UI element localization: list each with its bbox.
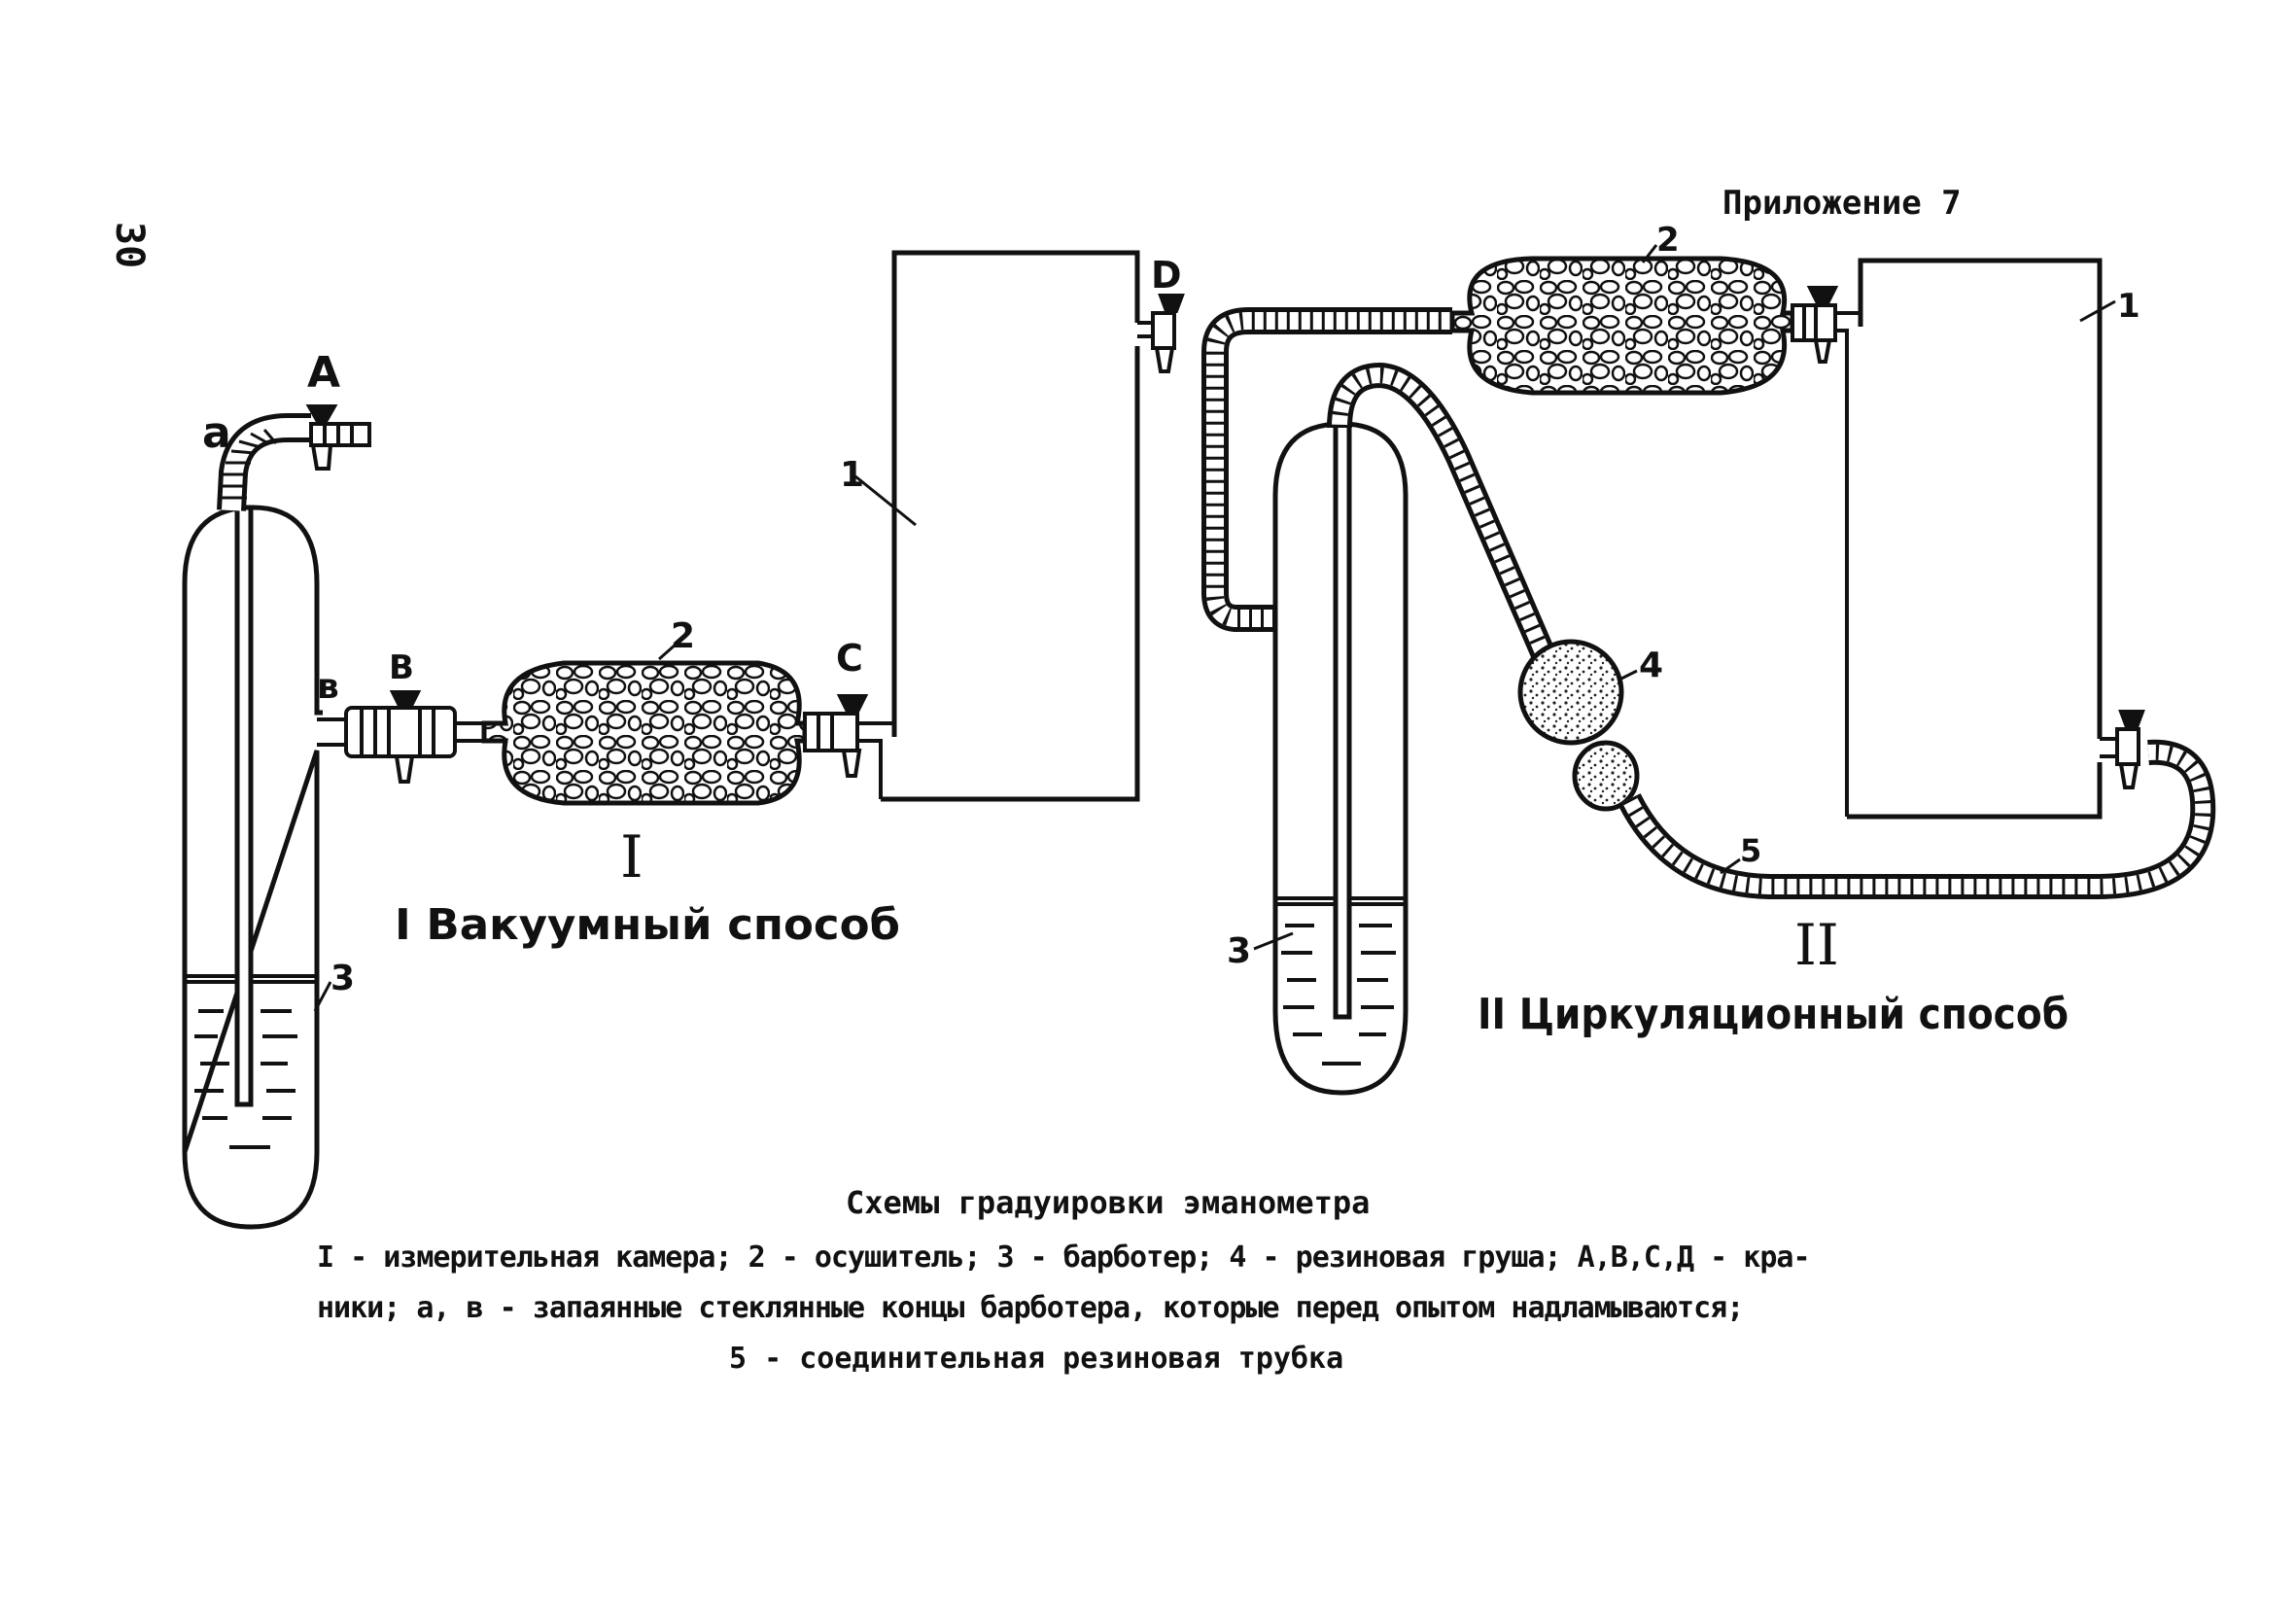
label-pointer-bubbler-two [1253, 931, 1294, 951]
valve-dryer-two [1791, 286, 1839, 364]
label-valve-d: D [1151, 254, 1182, 297]
scheme-two [1201, 244, 2216, 1096]
bubbler-liquid-two [1277, 896, 1404, 1066]
valve-d [1151, 294, 1185, 373]
label-pointer-dryer-one [658, 642, 678, 661]
label-camera-two: 1 [2117, 287, 2140, 326]
valve-b [344, 690, 457, 784]
bubbler-inner-tube-one [234, 505, 254, 1107]
label-pointer-bubbler-one [313, 981, 332, 1012]
rubber-bulb-large [1517, 639, 1624, 746]
label-dryer-two: 2 [1656, 221, 1680, 260]
caption-line-2: ники; а, в - запаянные стеклянные концы … [317, 1291, 1744, 1325]
label-end-a: a [202, 408, 231, 458]
label-bubbler-two: 3 [1227, 931, 1251, 971]
scheme-one-title: I Вакуумный способ [395, 900, 900, 950]
valve-chamber-two [2115, 710, 2145, 789]
label-bulb: 4 [1639, 646, 1663, 685]
scheme-two-roman: II [1794, 912, 1839, 978]
scheme-one-roman: I [620, 823, 644, 891]
label-pointer-camera-two [2079, 299, 2116, 323]
label-camera-one: 1 [840, 455, 864, 495]
chamber-two [1847, 258, 2103, 820]
scheme-one [182, 250, 1185, 1230]
label-tube: 5 [1740, 832, 1761, 869]
bubbler-inner-tube-two [1333, 415, 1352, 1020]
scheme-two-labels: 1 2 3 4 5 II II Циркуляционный способ [1227, 221, 2140, 1039]
side-tube-b [317, 717, 346, 747]
caption-line-3: 5 - соединительная резиновая трубка [729, 1342, 1344, 1376]
dryer-two [1449, 256, 1795, 396]
connector-ribs-a [222, 429, 278, 500]
label-end-b: в [317, 667, 339, 707]
rubber-bulb-small [1572, 740, 1640, 812]
label-pointer-bulb [1617, 669, 1638, 682]
appendix-label: Приложение 7 [1722, 184, 1962, 223]
label-dryer-one: 2 [671, 616, 695, 656]
connector-tube-five [1618, 739, 2216, 899]
bubbler-vessel-two [1272, 421, 1409, 1096]
chamber-one [881, 250, 1140, 802]
valve-a [305, 404, 371, 471]
valve-c [803, 694, 869, 778]
label-valve-a: A [307, 348, 340, 398]
label-valve-c: C [836, 637, 863, 680]
label-pointer-tube [1720, 857, 1741, 875]
scheme-one-labels: A a B в C D 1 2 3 I I Вакуумный способ [202, 254, 1182, 998]
dryer-one [481, 660, 808, 806]
scheme-two-title: II Циркуляционный способ [1478, 990, 2069, 1039]
caption-title: Схемы градуировки эманометра [846, 1184, 1371, 1221]
label-bubbler-one: 3 [330, 959, 355, 998]
caption-line-1: I - измерительная камера; 2 - осушитель;… [317, 1241, 1811, 1275]
page-number: 30 [107, 222, 152, 268]
label-valve-b: B [389, 648, 414, 687]
label-pointer-camera-one [854, 474, 917, 527]
label-pointer-dryer-two [1641, 244, 1658, 263]
